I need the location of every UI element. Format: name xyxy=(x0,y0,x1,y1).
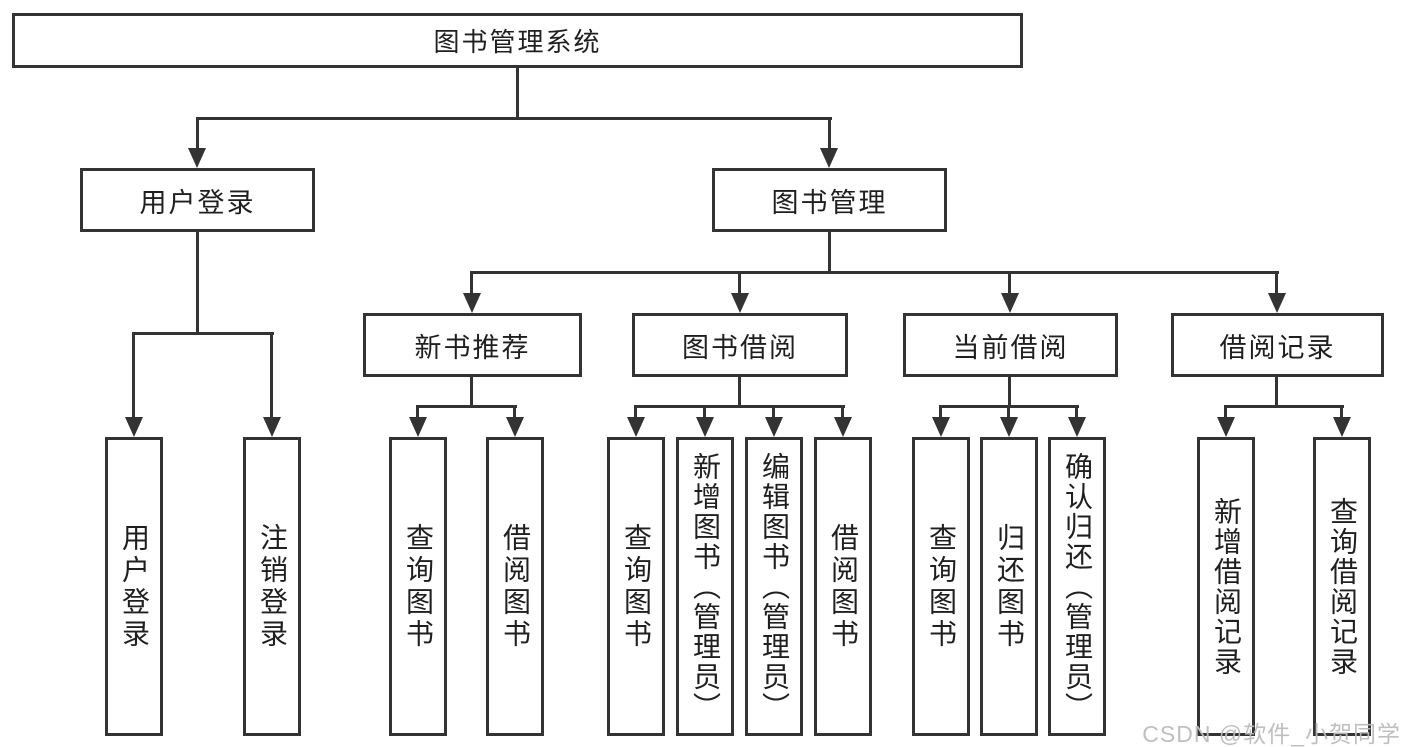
arrow-down-icon xyxy=(932,417,950,437)
connector-line xyxy=(634,405,637,419)
leaf-label: 注销登录 xyxy=(257,522,288,651)
connector-line xyxy=(738,271,741,294)
connector-line xyxy=(1275,271,1278,294)
arrow-down-icon xyxy=(627,417,645,437)
arrow-down-icon xyxy=(820,148,838,168)
arrow-down-icon xyxy=(834,417,852,437)
connector-line xyxy=(132,332,135,418)
connector-line xyxy=(939,405,942,419)
connector-line xyxy=(828,117,831,150)
leaf-query-books-recommend: 查询图书 xyxy=(389,437,447,736)
arrow-down-icon xyxy=(1217,417,1235,437)
leaf-return-books: 归还图书 xyxy=(980,437,1038,736)
connector-line xyxy=(516,68,519,118)
connector-line xyxy=(1008,377,1011,407)
arrow-down-icon xyxy=(1068,417,1086,437)
connector-line xyxy=(470,271,473,294)
connector-line xyxy=(634,405,845,408)
leaf-borrow-books-recommend: 借阅图书 xyxy=(486,437,544,736)
arrow-down-icon xyxy=(1333,417,1351,437)
arrow-down-icon xyxy=(409,417,427,437)
leaf-user-login: 用户登录 xyxy=(105,437,163,736)
connector-line xyxy=(772,405,775,419)
connector-line xyxy=(132,332,274,335)
connector-line xyxy=(1275,377,1278,407)
leaf-label: 借阅图书 xyxy=(828,522,859,651)
arrow-down-icon xyxy=(506,417,524,437)
connector-line xyxy=(416,405,517,408)
arrow-down-icon xyxy=(765,417,783,437)
arrow-down-icon xyxy=(1268,293,1286,313)
connector-line xyxy=(513,405,516,419)
node-new-book-recommendation: 新书推荐 xyxy=(363,313,582,377)
connector-line xyxy=(196,117,199,150)
leaf-add-borrow-record: 新增借阅记录 xyxy=(1197,437,1255,736)
leaf-label: 查询借阅记录 xyxy=(1327,496,1358,677)
arrow-down-icon xyxy=(125,417,143,437)
node-user-login: 用户登录 xyxy=(80,168,315,232)
connector-line xyxy=(470,377,473,407)
arrow-down-icon xyxy=(1001,293,1019,313)
leaf-label: 用户登录 xyxy=(119,522,150,651)
connector-line xyxy=(196,232,199,334)
leaf-query-borrow-record: 查询借阅记录 xyxy=(1313,437,1371,736)
connector-line xyxy=(1224,405,1344,408)
arrow-down-icon xyxy=(731,293,749,313)
arrow-down-icon xyxy=(263,417,281,437)
connector-line xyxy=(1008,271,1011,294)
arrow-down-icon xyxy=(188,148,206,168)
leaf-logout: 注销登录 xyxy=(243,437,301,736)
connector-line xyxy=(738,377,741,407)
arrow-down-icon xyxy=(696,417,714,437)
leaf-label: 借阅图书 xyxy=(500,522,531,651)
connector-line xyxy=(828,232,831,273)
node-current-borrowing: 当前借阅 xyxy=(903,313,1118,377)
node-library-management-system: 图书管理系统 xyxy=(12,13,1023,68)
leaf-label: 确认归还（管理员） xyxy=(1062,451,1093,722)
connector-line xyxy=(1075,405,1078,419)
connector-line xyxy=(703,405,706,419)
leaf-add-book-admin: 新增图书（管理员） xyxy=(676,437,734,736)
leaf-label: 编辑图书（管理员） xyxy=(759,451,790,722)
connector-line xyxy=(416,405,419,419)
connector-line xyxy=(1340,405,1343,419)
connector-line xyxy=(270,332,273,418)
leaf-label: 归还图书 xyxy=(994,522,1025,651)
leaf-label: 新增借阅记录 xyxy=(1211,496,1242,677)
connector-line xyxy=(1007,405,1010,419)
leaf-label: 查询图书 xyxy=(403,522,434,651)
leaf-label: 查询图书 xyxy=(926,522,957,651)
connector-line xyxy=(470,271,1279,274)
leaf-confirm-return-admin: 确认归还（管理员） xyxy=(1048,437,1106,736)
connector-line xyxy=(841,405,844,419)
leaf-query-books-current: 查询图书 xyxy=(912,437,970,736)
node-book-borrowing: 图书借阅 xyxy=(632,313,848,377)
leaf-label: 新增图书（管理员） xyxy=(690,451,721,722)
node-book-management: 图书管理 xyxy=(712,168,947,232)
csdn-watermark: CSDN @软件_小贺同学 xyxy=(1142,721,1401,747)
connector-line xyxy=(196,117,832,120)
leaf-label: 查询图书 xyxy=(621,522,652,651)
leaf-edit-book-admin: 编辑图书（管理员） xyxy=(745,437,803,736)
leaf-query-books-borrow: 查询图书 xyxy=(607,437,665,736)
arrow-down-icon xyxy=(1000,417,1018,437)
connector-line xyxy=(1224,405,1227,419)
leaf-borrow-books: 借阅图书 xyxy=(814,437,872,736)
node-borrowing-records: 借阅记录 xyxy=(1171,313,1384,377)
arrow-down-icon xyxy=(463,293,481,313)
